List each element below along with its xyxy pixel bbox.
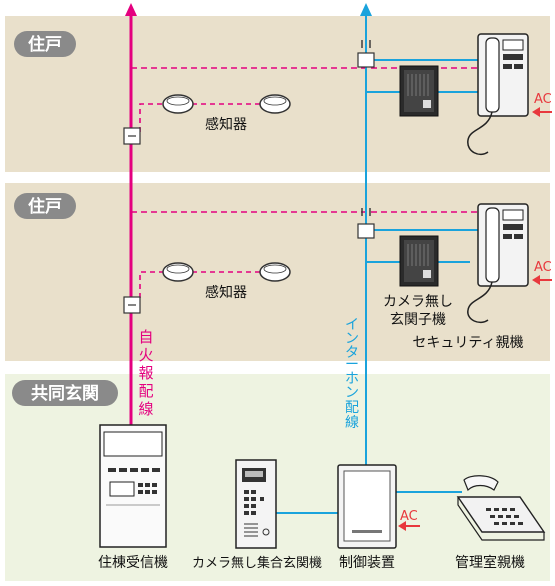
detector-label-1: 感知器 xyxy=(205,116,247,133)
intercom-wire-char: ン xyxy=(345,385,359,401)
smoke-detector-icon xyxy=(162,262,194,282)
fire-wire-label: 自 火 報 配 線 xyxy=(138,328,153,418)
intercom-wire-char: タ xyxy=(345,345,359,361)
intercom-wire-char: ン xyxy=(345,331,359,347)
fire-receiver-icon xyxy=(99,424,167,548)
fire-receiver-label: 住棟受信機 xyxy=(98,555,168,571)
fire-line-arrow xyxy=(125,3,137,16)
controller-icon xyxy=(337,464,397,549)
entrance-panel-icon xyxy=(235,459,277,549)
common-tag-text: 共同玄関 xyxy=(31,383,99,404)
security-master-label: セキュリティ親機 xyxy=(412,335,523,351)
smoke-detector-icon xyxy=(259,262,291,282)
common-tag: 共同玄関 xyxy=(12,380,118,406)
unit-zone-1 xyxy=(5,16,550,172)
door-unit-label-line2: 玄関子機 xyxy=(390,311,446,328)
entrance-panel-label: カメラ無し集合玄関機 xyxy=(192,555,322,571)
intercom-line-arrow xyxy=(360,3,372,16)
ac-power-arrow: AC xyxy=(532,260,552,285)
door-unit-label-line1: カメラ無し xyxy=(383,294,453,310)
door-station-icon xyxy=(399,65,439,117)
security-master-icon xyxy=(467,33,529,156)
controller-label: 制御装置 xyxy=(339,555,395,571)
ac-label-3: AC xyxy=(400,509,418,524)
fire-wire-char: 報 xyxy=(138,364,153,382)
intercom-wire-label: イ ン タ ー ホ ン 配 線 xyxy=(345,317,359,431)
intercom-wire-char: 配 xyxy=(345,400,359,416)
common-zone xyxy=(5,374,550,581)
intercom-wire-char: 線 xyxy=(345,415,359,431)
door-station-icon xyxy=(399,235,439,287)
unit-tag-1: 住戸 xyxy=(14,31,76,57)
smoke-detector-icon xyxy=(162,94,194,114)
ac-power-arrow: AC xyxy=(398,509,420,531)
intercom-wire-char: イ xyxy=(345,317,359,333)
ac-power-arrow: AC xyxy=(532,92,552,117)
detector-label-2: 感知器 xyxy=(205,284,247,301)
unit-tag-2-text: 住戸 xyxy=(28,196,62,217)
desk-phone-icon xyxy=(456,475,546,541)
fire-wire-char: 自 xyxy=(138,328,153,346)
security-master-icon xyxy=(467,203,529,324)
smoke-detector-icon xyxy=(259,94,291,114)
unit-tag-2: 住戸 xyxy=(14,193,76,219)
intercom-junction-1 xyxy=(357,52,375,68)
intercom-wire-char: ホ xyxy=(345,371,359,387)
ac-label-1: AC xyxy=(534,92,552,107)
unit-tag-1-text: 住戸 xyxy=(28,34,62,55)
manager-station-label: 管理室親機 xyxy=(455,554,525,571)
intercom-junction-2 xyxy=(357,223,375,239)
intercom-wire-char: ー xyxy=(345,357,359,373)
fire-wire-char: 線 xyxy=(138,400,153,418)
fire-wire-char: 火 xyxy=(138,346,153,364)
ac-label-2: AC xyxy=(534,260,552,275)
fire-wire-char: 配 xyxy=(138,382,153,400)
